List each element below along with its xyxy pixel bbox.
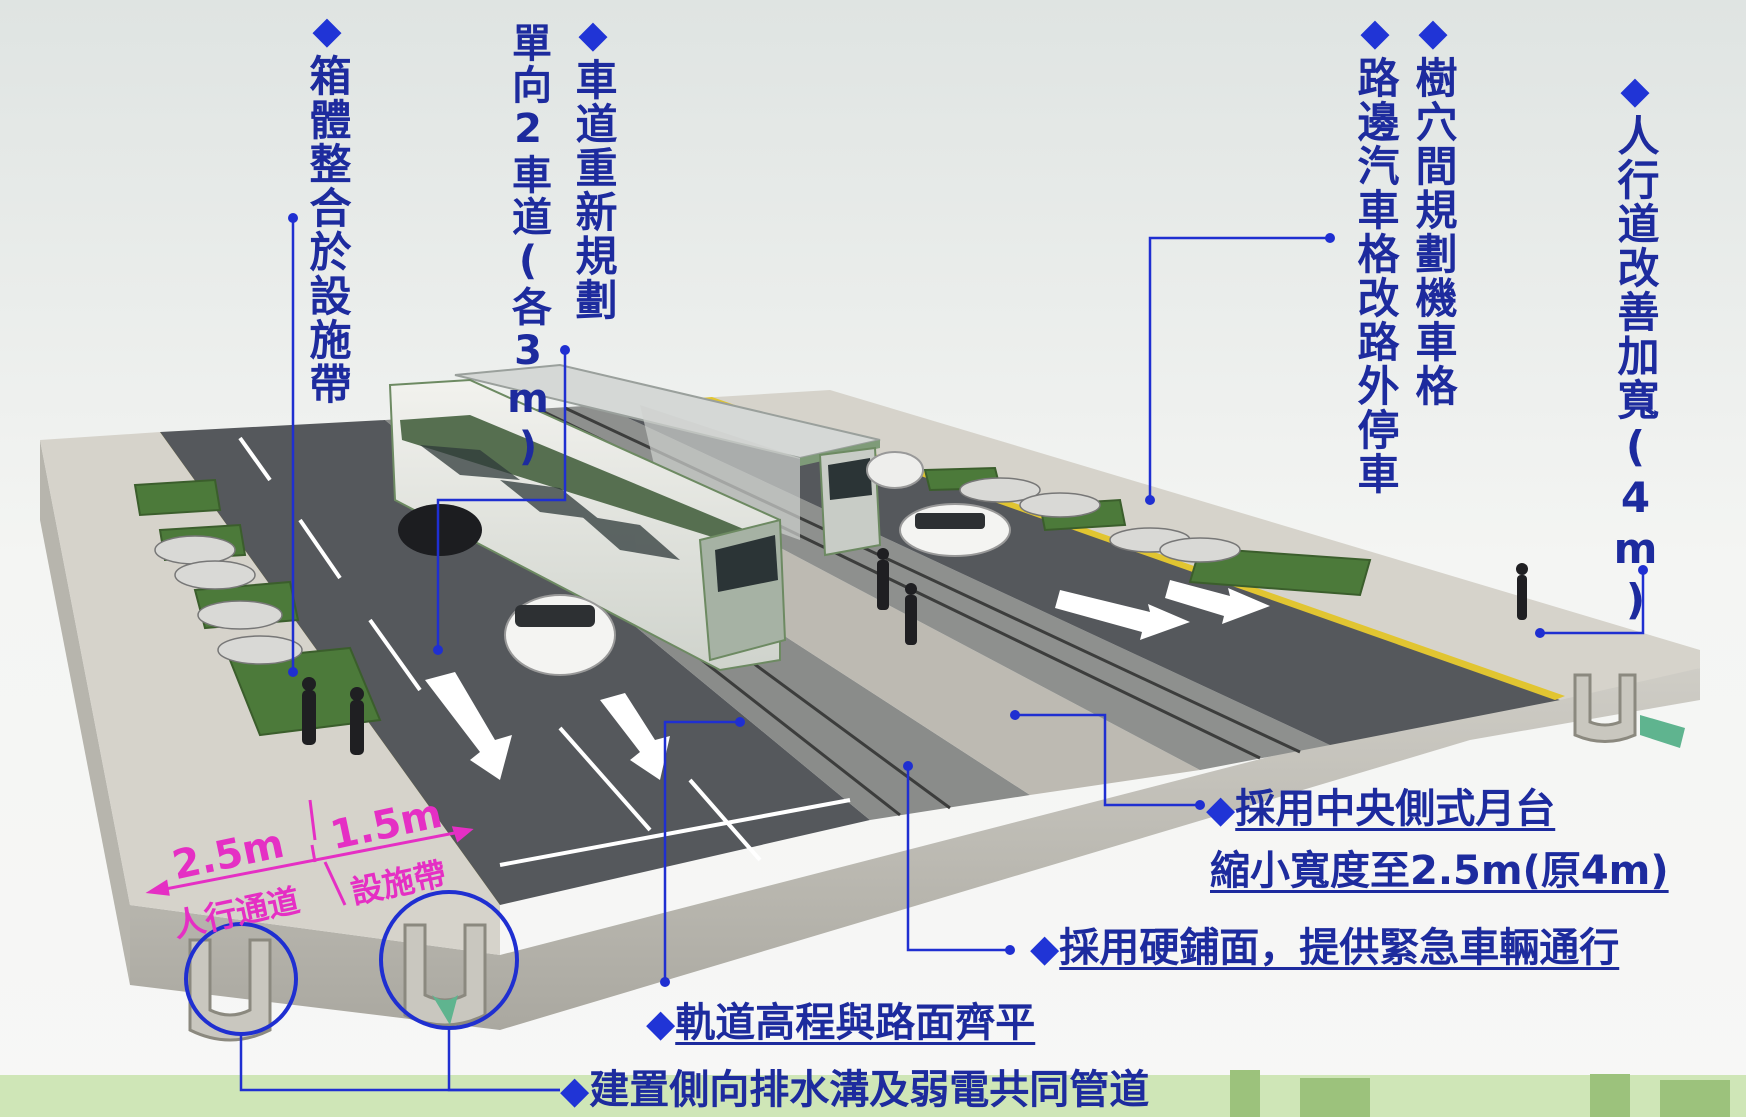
label-platform-2: 縮小寬度至2.5m(原4m)	[1210, 851, 1669, 891]
diamond-icon: ◆	[1613, 68, 1657, 114]
diamond-icon: ◆	[1353, 10, 1397, 56]
label-track-level: ◆軌道高程與路面齊平	[646, 1003, 1035, 1043]
diamond-icon: ◆	[1206, 787, 1236, 831]
label-box-integration-text: 箱體整合於設施帶	[303, 54, 352, 406]
diamond-icon: ◆	[646, 1001, 676, 1045]
label-lane-detail: 單向2車道(各3m)	[505, 22, 551, 472]
label-hard-paving-text: 採用硬鋪面，提供緊急車輛通行	[1059, 925, 1620, 971]
label-platform-line2: 縮小寬度至2.5m(原4m)	[1210, 848, 1669, 894]
label-lane-replan: ◆車道重新規劃	[569, 12, 618, 322]
label-hard-paving: ◆採用硬鋪面，提供緊急車輛通行	[1030, 928, 1619, 968]
label-sidewalk-widen-text: 人行道改善加寬(4m)	[1611, 114, 1660, 626]
label-scooter-parking: ◆樹穴間規劃機車格	[1409, 10, 1458, 408]
label-track-level-text: 軌道高程與路面齊平	[675, 1000, 1036, 1046]
label-lane-replan-text: 車道重新規劃	[569, 58, 618, 322]
label-platform-line1: 採用中央側式月台	[1235, 786, 1556, 832]
label-car-parking: ◆路邊汽車格改路外停車	[1351, 10, 1400, 496]
label-drainage: ◆建置側向排水溝及弱電共同管道	[560, 1070, 1149, 1110]
label-box-integration: ◆箱體整合於設施帶	[303, 8, 352, 406]
label-sidewalk-widen: ◆人行道改善加寬(4m)	[1611, 68, 1660, 626]
label-drainage-text: 建置側向排水溝及弱電共同管道	[589, 1067, 1150, 1113]
label-platform: ◆採用中央側式月台	[1206, 789, 1555, 829]
diamond-icon: ◆	[571, 12, 615, 58]
diamond-icon: ◆	[1030, 926, 1060, 970]
diamond-icon: ◆	[305, 8, 349, 54]
label-lane-detail-text: 單向2車道(各3m)	[505, 22, 551, 472]
label-car-parking-text: 路邊汽車格改路外停車	[1351, 56, 1400, 496]
diamond-icon: ◆	[1411, 10, 1455, 56]
diamond-icon: ◆	[560, 1068, 590, 1112]
label-scooter-parking-text: 樹穴間規劃機車格	[1409, 56, 1458, 408]
